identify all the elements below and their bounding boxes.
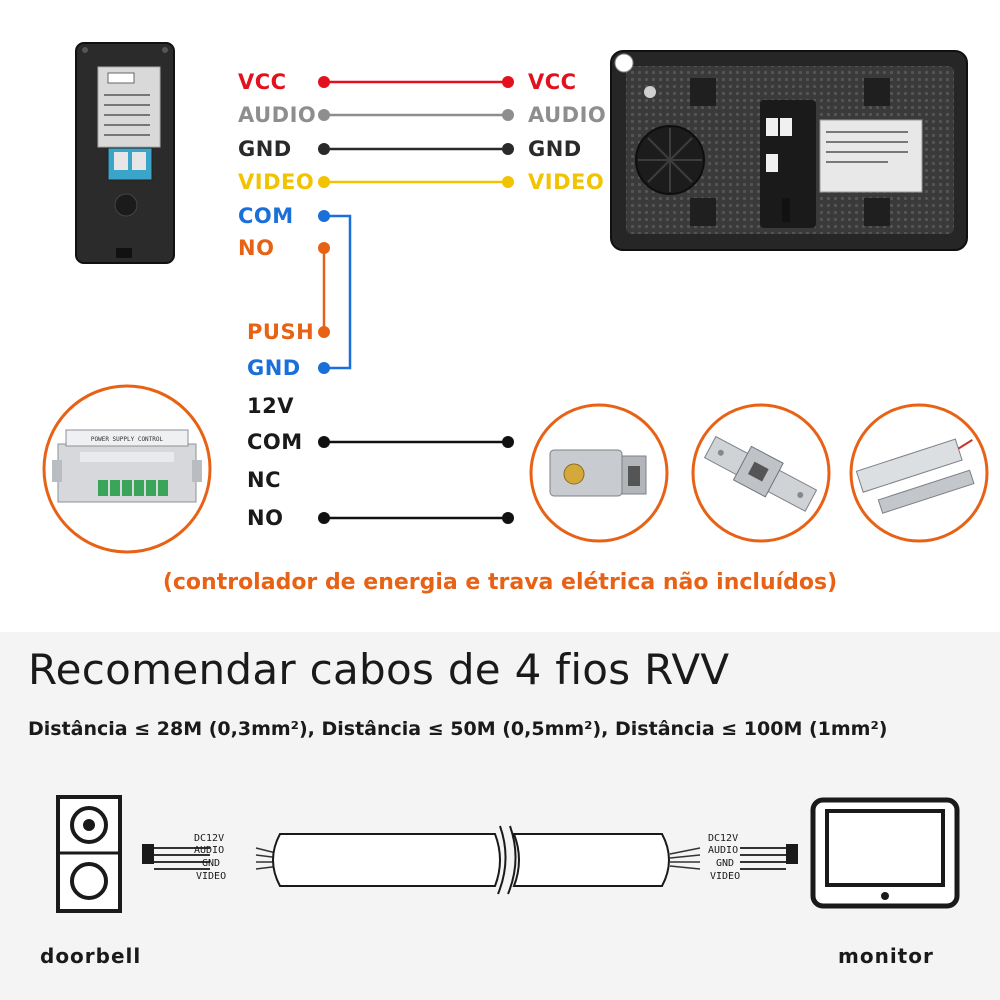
- not-included-note: (controlador de energia e trava elétrica…: [162, 570, 838, 595]
- label-left-no: NO: [238, 236, 275, 260]
- rim-lock-image: [529, 403, 669, 543]
- label-nc: NC: [247, 468, 281, 492]
- cable-right-label-dc12v: DC12V: [708, 833, 738, 844]
- cable-right-label-video: VIDEO: [710, 871, 740, 882]
- wire-video: [318, 176, 514, 188]
- doorbell-unit: [75, 42, 175, 264]
- label-pc-gnd: GND: [247, 356, 301, 380]
- wiring-diagram: [318, 76, 514, 524]
- cable-left-label-audio: AUDIO: [194, 845, 224, 856]
- label-left-video: VIDEO: [238, 170, 315, 194]
- cable-left-label-dc12v: DC12V: [194, 833, 224, 844]
- power-control-panel-text: POWER SUPPLY CONTROL: [91, 436, 164, 443]
- label-right-audio: AUDIO: [528, 103, 607, 127]
- monitor-back-unit: [610, 50, 968, 251]
- rvv-cable-drawing: DC12V AUDIO GND VIDEO DC12V AUDIO GND VI…: [142, 825, 798, 895]
- wire-audio: [318, 109, 514, 121]
- wire-lock-no: [318, 512, 514, 524]
- wire-vcc: [318, 76, 514, 88]
- label-right-gnd: GND: [528, 137, 582, 161]
- cable-left-label-gnd: GND: [202, 858, 220, 869]
- cable-right-label-audio: AUDIO: [708, 845, 738, 856]
- label-pc-com: COM: [247, 430, 303, 454]
- wire-lock-com: [318, 436, 514, 448]
- cable-distance-spec: Distância ≤ 28M (0,3mm²), Distância ≤ 50…: [28, 718, 888, 740]
- cable-left-label-video: VIDEO: [196, 871, 226, 882]
- wire-com-to-gnd: [318, 210, 352, 374]
- label-left-com: COM: [238, 204, 294, 228]
- monitor-icon: [810, 797, 960, 909]
- magnetic-lock-image: [849, 403, 989, 543]
- label-12v: 12V: [247, 394, 294, 418]
- label-left-vcc: VCC: [238, 70, 287, 94]
- label-right-vcc: VCC: [528, 70, 577, 94]
- strike-lock-image: [691, 403, 831, 543]
- wire-no-to-push: [318, 242, 330, 338]
- doorbell-icon: [56, 795, 122, 913]
- cable-right-label-gnd: GND: [716, 858, 734, 869]
- label-left-gnd: GND: [238, 137, 292, 161]
- label-push: PUSH: [247, 320, 315, 344]
- label-pc-no: NO: [247, 506, 284, 530]
- monitor-caption: monitor: [838, 944, 934, 968]
- wire-gnd: [318, 143, 514, 155]
- power-controller-image: POWER SUPPLY CONTROL: [42, 384, 212, 554]
- doorbell-caption: doorbell: [40, 944, 142, 968]
- label-left-audio: AUDIO: [238, 103, 317, 127]
- cable-headline: Recomendar cabos de 4 fios RVV: [28, 645, 730, 694]
- label-right-video: VIDEO: [528, 170, 605, 194]
